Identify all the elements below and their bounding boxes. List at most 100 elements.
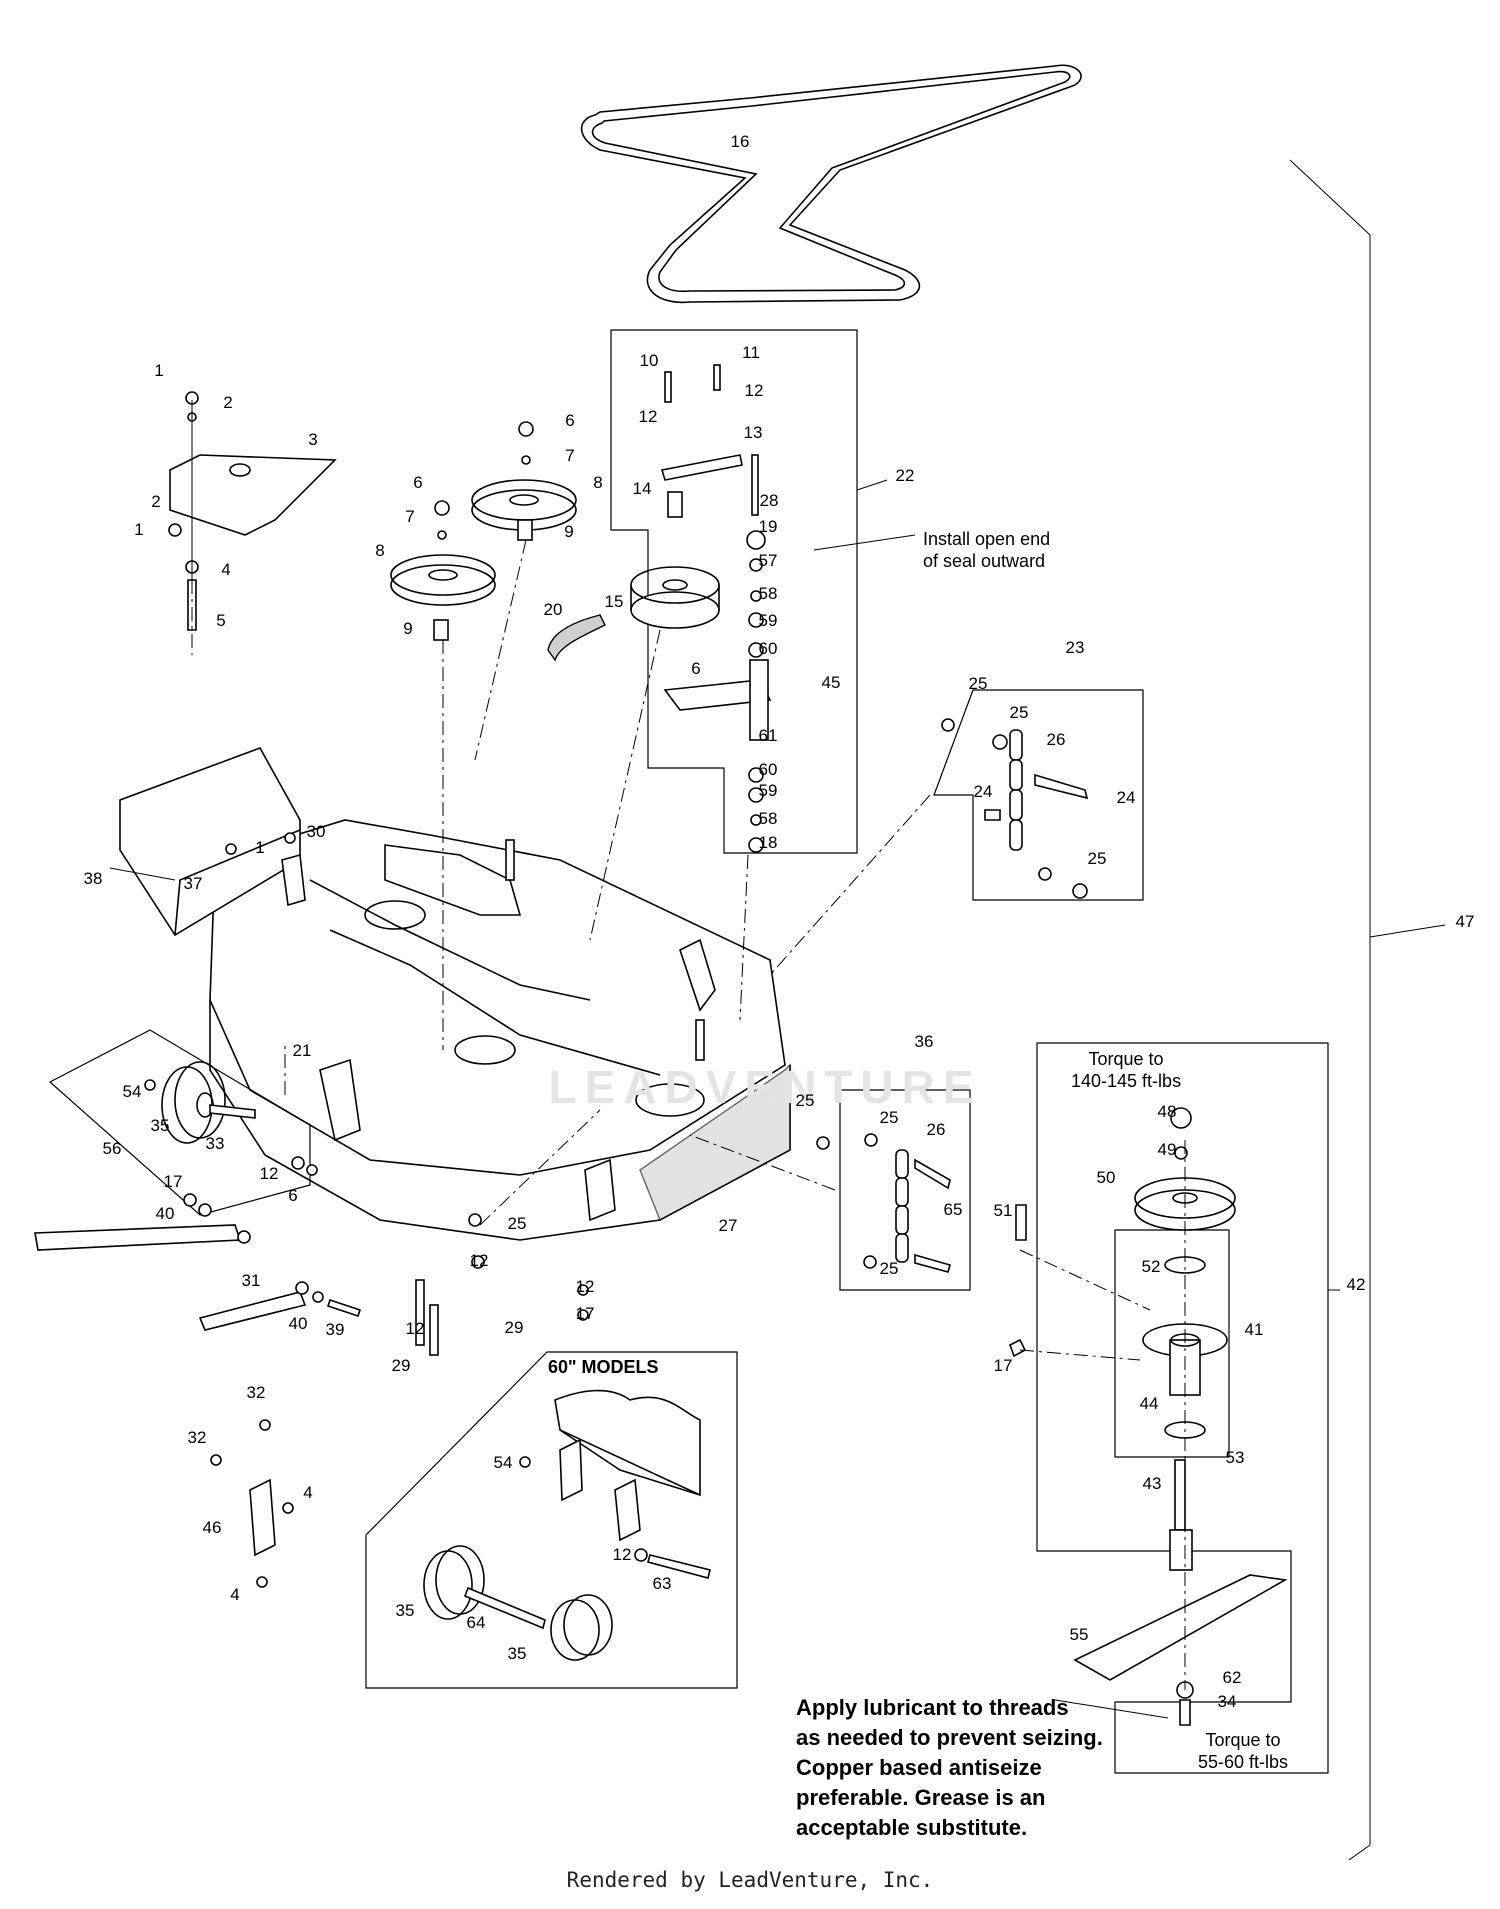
callout-49: 49 <box>1157 1140 1177 1159</box>
callout-15: 15 <box>604 592 624 611</box>
spindle-box-42 <box>1036 1042 1329 1774</box>
chain-23-parts <box>941 718 1089 899</box>
callout-23: 23 <box>1065 638 1085 657</box>
wheel-box-56 <box>48 1029 311 1216</box>
callout-50: 50 <box>1096 1168 1116 1187</box>
callout-55: 55 <box>1069 1625 1089 1644</box>
callout-7: 7 <box>405 507 415 526</box>
callout-52: 52 <box>1141 1257 1161 1276</box>
callout-60: 60 <box>758 760 778 779</box>
callout-2: 2 <box>223 393 233 412</box>
callout-57: 57 <box>758 551 778 570</box>
callout-1: 1 <box>255 838 265 857</box>
callout-61: 61 <box>758 726 778 745</box>
callout-12: 12 <box>575 1277 595 1296</box>
callout-29: 29 <box>504 1318 524 1337</box>
callout-12: 12 <box>744 381 764 400</box>
callout-48: 48 <box>1157 1102 1177 1121</box>
pulley-8-right <box>471 421 577 541</box>
deflector-38 <box>119 747 306 937</box>
chain-box-36 <box>839 1089 971 1291</box>
callout-18: 18 <box>758 833 778 852</box>
models-60-parts <box>423 1389 711 1661</box>
callout-25: 25 <box>968 674 988 693</box>
callout-8: 8 <box>375 541 385 560</box>
bracket-46 <box>210 1419 294 1588</box>
callout-28: 28 <box>759 491 779 510</box>
callout-27: 27 <box>718 1216 738 1235</box>
callout-6: 6 <box>565 411 575 430</box>
callout-60: 60 <box>758 639 778 658</box>
callout-17: 17 <box>575 1304 595 1323</box>
idler-assembly-box-22 <box>610 329 858 854</box>
callout-40: 40 <box>155 1204 175 1223</box>
note-seal: Install open end of seal outward <box>923 529 1051 571</box>
callout-29: 29 <box>391 1356 411 1375</box>
callout-6: 6 <box>288 1186 298 1205</box>
callout-46: 46 <box>202 1518 222 1537</box>
spindle-parts <box>1009 1107 1288 1726</box>
callout-6: 6 <box>691 659 701 678</box>
callout-19: 19 <box>758 517 778 536</box>
callout-26: 26 <box>1046 730 1066 749</box>
callout-24: 24 <box>1116 788 1136 807</box>
callout-1: 1 <box>154 361 164 380</box>
callout-16: 16 <box>730 132 750 151</box>
callout-59: 59 <box>758 611 778 630</box>
callout-40: 40 <box>288 1314 308 1333</box>
callout-4: 4 <box>303 1483 313 1502</box>
callout-35: 35 <box>507 1644 527 1663</box>
callout-1: 1 <box>134 520 144 539</box>
callout-7: 7 <box>565 446 575 465</box>
callout-25: 25 <box>1087 849 1107 868</box>
callout-44: 44 <box>1139 1394 1159 1413</box>
callout-25: 25 <box>507 1214 527 1233</box>
pulley-8-left <box>390 500 496 641</box>
note-torque-blade: Torque to 55-60 ft-lbs <box>1198 1730 1289 1772</box>
callout-21: 21 <box>292 1041 312 1060</box>
chain-36-parts <box>816 1133 951 1273</box>
callout-3: 3 <box>308 430 318 449</box>
callout-41: 41 <box>1244 1320 1264 1339</box>
callout-34: 34 <box>1217 1692 1237 1711</box>
callout-26: 26 <box>926 1120 946 1139</box>
callout-24: 24 <box>973 782 993 801</box>
callout-12: 12 <box>638 407 658 426</box>
mower-deck-27 <box>209 819 791 1241</box>
note-lubricant: Apply lubricant to threads as needed to … <box>796 1695 1103 1840</box>
callout-32: 32 <box>246 1383 266 1402</box>
callout-9: 9 <box>403 619 413 638</box>
callout-25: 25 <box>879 1108 899 1127</box>
callout-36: 36 <box>914 1032 934 1051</box>
callout-35: 35 <box>150 1116 170 1135</box>
callout-6: 6 <box>413 473 423 492</box>
watermark: LEADVENTURE <box>548 1061 982 1113</box>
callout-12: 12 <box>469 1251 489 1270</box>
leader-lines <box>109 159 1446 1860</box>
callout-13: 13 <box>743 423 763 442</box>
callout-39: 39 <box>325 1320 345 1339</box>
callout-32: 32 <box>187 1428 207 1447</box>
callout-11: 11 <box>742 343 760 362</box>
callout-62: 62 <box>1222 1668 1242 1687</box>
callout-51: 51 <box>993 1201 1013 1220</box>
deck-bolts-29 <box>415 1213 589 1356</box>
callout-25: 25 <box>1009 703 1029 722</box>
callout-56: 56 <box>102 1139 122 1158</box>
idler-assembly-parts <box>547 364 772 853</box>
models-60-box <box>365 1351 738 1689</box>
callout-31: 31 <box>241 1271 261 1290</box>
callout-22: 22 <box>895 466 915 485</box>
callout-47: 47 <box>1455 912 1475 931</box>
callout-63: 63 <box>652 1574 672 1593</box>
note-60-models: 60" MODELS <box>548 1357 659 1377</box>
callout-59: 59 <box>758 781 778 800</box>
callout-54: 54 <box>493 1453 513 1472</box>
rendered-by-footer: Rendered by LeadVenture, Inc. <box>566 1868 934 1892</box>
callout-4: 4 <box>221 560 231 579</box>
chain-box-23 <box>933 689 1144 901</box>
front-wheel-35 <box>144 1061 318 1176</box>
callout-45: 45 <box>821 673 841 692</box>
callout-8: 8 <box>593 473 603 492</box>
callout-37: 37 <box>183 874 203 893</box>
